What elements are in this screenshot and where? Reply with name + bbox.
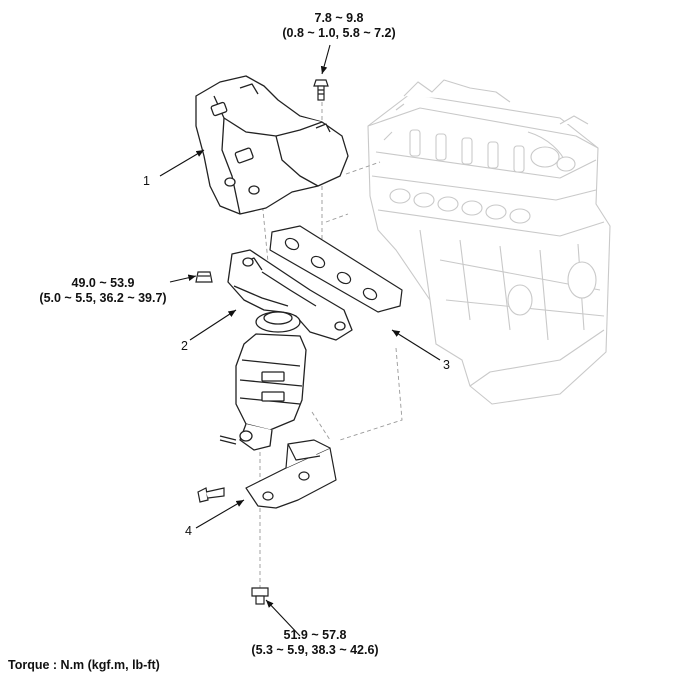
callout-1: 1 xyxy=(143,174,150,188)
stay-bolt xyxy=(197,487,225,503)
manifold-stay xyxy=(245,439,337,509)
bottom-bolt-torque: 51.9 ~ 57.8 (5.3 ~ 5.9, 38.3 ~ 42.6) xyxy=(240,628,390,658)
heat-protector xyxy=(195,75,349,215)
exhaust-gasket xyxy=(269,225,403,313)
bottom-bolt xyxy=(251,587,269,605)
leader-arrows xyxy=(159,44,441,637)
bottom-bolt-torque-nm: 51.9 ~ 57.8 xyxy=(283,628,347,642)
torque-unit-note: Torque : N.m (kgf.m, lb-ft) xyxy=(8,658,160,672)
engine-block xyxy=(367,79,611,405)
callout-3: 3 xyxy=(443,358,450,372)
top-bolt xyxy=(313,79,329,101)
exhaust-manifold xyxy=(219,249,353,451)
callout-4: 4 xyxy=(185,524,192,538)
manifold-nut-torque-alt: (5.0 ~ 5.5, 36.2 ~ 39.7) xyxy=(39,291,167,305)
manifold-nut-torque-nm: 49.0 ~ 53.9 xyxy=(71,276,135,290)
top-bolt-torque-alt: (0.8 ~ 1.0, 5.8 ~ 7.2) xyxy=(282,26,396,40)
top-bolt-torque-nm: 7.8 ~ 9.8 xyxy=(314,11,364,25)
manifold-nut xyxy=(195,271,213,283)
top-bolt-torque: 7.8 ~ 9.8 (0.8 ~ 1.0, 5.8 ~ 7.2) xyxy=(264,11,414,41)
bottom-bolt-torque-alt: (5.3 ~ 5.9, 38.3 ~ 42.6) xyxy=(251,643,379,657)
manifold-nut-torque: 49.0 ~ 53.9 (5.0 ~ 5.5, 36.2 ~ 39.7) xyxy=(28,276,178,306)
callout-2: 2 xyxy=(181,339,188,353)
